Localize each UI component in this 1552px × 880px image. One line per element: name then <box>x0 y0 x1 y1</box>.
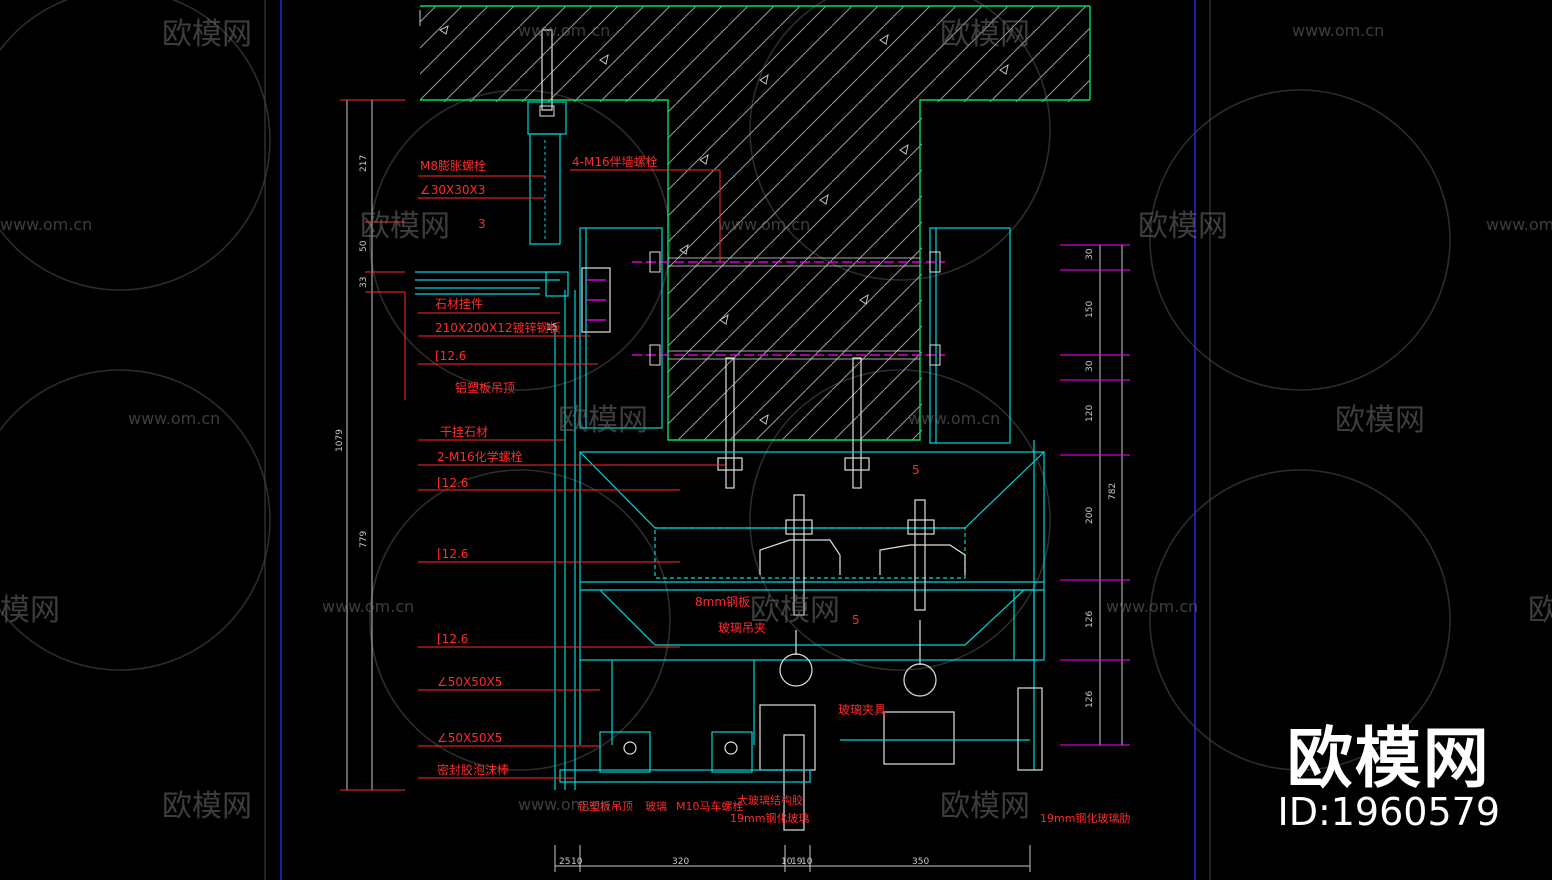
wm-brand: 欧模网 <box>1335 403 1425 438</box>
through-bolts <box>632 251 945 366</box>
label-glass-hanger: 玻璃吊夹 <box>718 621 766 635</box>
wm-brand: 欧模网 <box>162 17 252 52</box>
dim-r-126b: 126 <box>1085 691 1095 708</box>
label-wall-bolt: 4-M16伴墙螺栓 <box>572 154 658 169</box>
label-m8-bolt: M8膨胀螺栓 <box>420 158 486 173</box>
bottom-dimension-values: 25 10 320 10 19 10 350 15 <box>546 323 929 867</box>
label-channel-2: [12.6 <box>437 476 468 490</box>
left-dimensions <box>340 99 405 791</box>
dim-b-10c: 10 <box>801 857 813 867</box>
label-stone-hanger: 石材挂件 <box>435 297 483 311</box>
label-channel-1: [12.6 <box>435 349 466 363</box>
wm-brand-short: 模网 <box>0 593 60 628</box>
right-dimension-values: 30 150 30 120 782 200 126 126 <box>1085 248 1118 708</box>
dim-small-15: 15 <box>546 323 557 333</box>
wm-url: www.om.cn <box>128 409 220 428</box>
watermark-texts: 欧模网 www.om.cn 欧模网 www.om.cn www.om.cn 欧模… <box>0 17 1552 824</box>
label-bottom-glass: 玻璃 <box>645 799 667 813</box>
label-structural-adhesive: 大玻璃结构胶 <box>737 793 803 807</box>
wm-brand: 欧模网 <box>750 593 840 628</box>
dim-b-10a: 10 <box>571 857 583 867</box>
brand-watermark: 欧模网 ID:1960579 <box>1277 720 1500 834</box>
dim-b-320: 320 <box>672 857 689 867</box>
wm-url: www.om.cn <box>718 215 810 234</box>
wm-brand: 欧模网 <box>360 209 450 244</box>
wm-url: www.om.cn <box>518 21 610 40</box>
annotation-leaders <box>404 169 725 779</box>
label-ceiling: 铝塑板吊顶 <box>455 380 515 395</box>
bottom-angle <box>559 687 1043 783</box>
model-id: ID:1960579 <box>1277 790 1500 834</box>
bottom-dimensions <box>554 845 1031 872</box>
bottom-annotation-labels: 铝塑板吊顶 玻璃 M10马车螺栓 大玻璃结构胶 19mm钢化玻璃 19mm钢化玻… <box>578 793 1130 825</box>
label-angle-30: ∠30X30X3 <box>420 183 485 197</box>
angle-mark-1: 3 <box>478 217 486 231</box>
angle-mark-3: 5 <box>852 613 860 627</box>
label-tempered-glass: 19mm钢化玻璃 <box>730 811 809 825</box>
ceiling-hanger <box>527 29 567 245</box>
wm-url: www.om.cn <box>1486 215 1552 234</box>
dim-779: 779 <box>359 531 369 548</box>
dim-b-25: 25 <box>559 857 570 867</box>
dim-33: 33 <box>359 277 369 288</box>
dim-50: 50 <box>359 240 369 252</box>
left-dimension-values: 217 50 33 1079 779 <box>335 155 369 548</box>
wm-url: www.om.cn <box>908 409 1000 428</box>
sheet-frame <box>264 0 1211 880</box>
dim-b-10b: 10 <box>781 857 793 867</box>
label-steel-8mm: 8mm钢板 <box>695 595 750 609</box>
wm-brand: 欧模网 <box>940 17 1030 52</box>
dim-217: 217 <box>359 155 369 172</box>
chemical-bolts <box>717 357 870 489</box>
right-dimensions <box>1060 244 1130 746</box>
glass-clamps <box>759 494 966 831</box>
wm-url: www.om.cn <box>1106 597 1198 616</box>
angle-mark-2: 5 <box>912 463 920 477</box>
dim-r-782: 782 <box>1108 483 1118 500</box>
label-bottom-ceiling: 铝塑板吊顶 <box>578 799 633 813</box>
dim-r-30a: 30 <box>1085 248 1095 260</box>
wm-url: www.om.cn <box>0 215 92 234</box>
wm-url: www.om.cn <box>518 795 610 814</box>
dim-r-120: 120 <box>1085 405 1095 422</box>
label-angle-50-a: ∠50X50X5 <box>437 675 502 689</box>
label-channel-4: [12.6 <box>437 632 468 646</box>
wm-brand: 欧模网 <box>940 789 1030 824</box>
dim-r-30b: 30 <box>1085 360 1095 372</box>
wm-brand: 欧模网 <box>558 403 648 438</box>
dim-r-150: 150 <box>1085 301 1095 318</box>
label-carriage-bolt: M10马车螺栓 <box>676 799 744 813</box>
wm-brand: 欧模网 <box>1528 593 1552 628</box>
wm-url: www.om.cn <box>1292 21 1384 40</box>
dim-r-126a: 126 <box>1085 611 1095 628</box>
wm-brand: 欧模网 <box>1138 209 1228 244</box>
label-angle-50-b: ∠50X50X5 <box>437 731 502 745</box>
label-dry-stone: 干挂石材 <box>440 425 488 439</box>
brand-name: 欧模网 <box>1286 720 1491 797</box>
dim-r-200: 200 <box>1085 507 1095 524</box>
label-channel-3: [12.6 <box>437 547 468 561</box>
label-steel-plate: 210X200X12镀锌钢板 <box>435 321 561 335</box>
label-glass-clamp: 玻璃夹具 <box>838 703 886 717</box>
wm-url: www.om.cn <box>322 597 414 616</box>
label-sealant: 密封胶泡沫棒 <box>437 762 509 777</box>
stone-cladding <box>554 227 663 790</box>
label-glass-fin: 19mm钢化玻璃肋 <box>1040 811 1130 825</box>
dim-b-19: 19 <box>791 857 803 867</box>
dim-1079: 1079 <box>335 429 345 452</box>
aluminum-ceiling <box>415 271 569 297</box>
center-annotation-labels: 4-M16伴墙螺栓 8mm钢板 玻璃吊夹 玻璃夹具 3 5 5 <box>478 154 920 717</box>
concrete-slab <box>419 5 1091 441</box>
dim-b-350: 350 <box>912 857 929 867</box>
left-annotation-labels: M8膨胀螺栓 ∠30X30X3 石材挂件 210X200X12镀锌钢板 [12.… <box>420 158 561 777</box>
label-chem-bolt: 2-M16化学螺栓 <box>437 449 523 464</box>
wm-brand: 欧模网 <box>162 789 252 824</box>
